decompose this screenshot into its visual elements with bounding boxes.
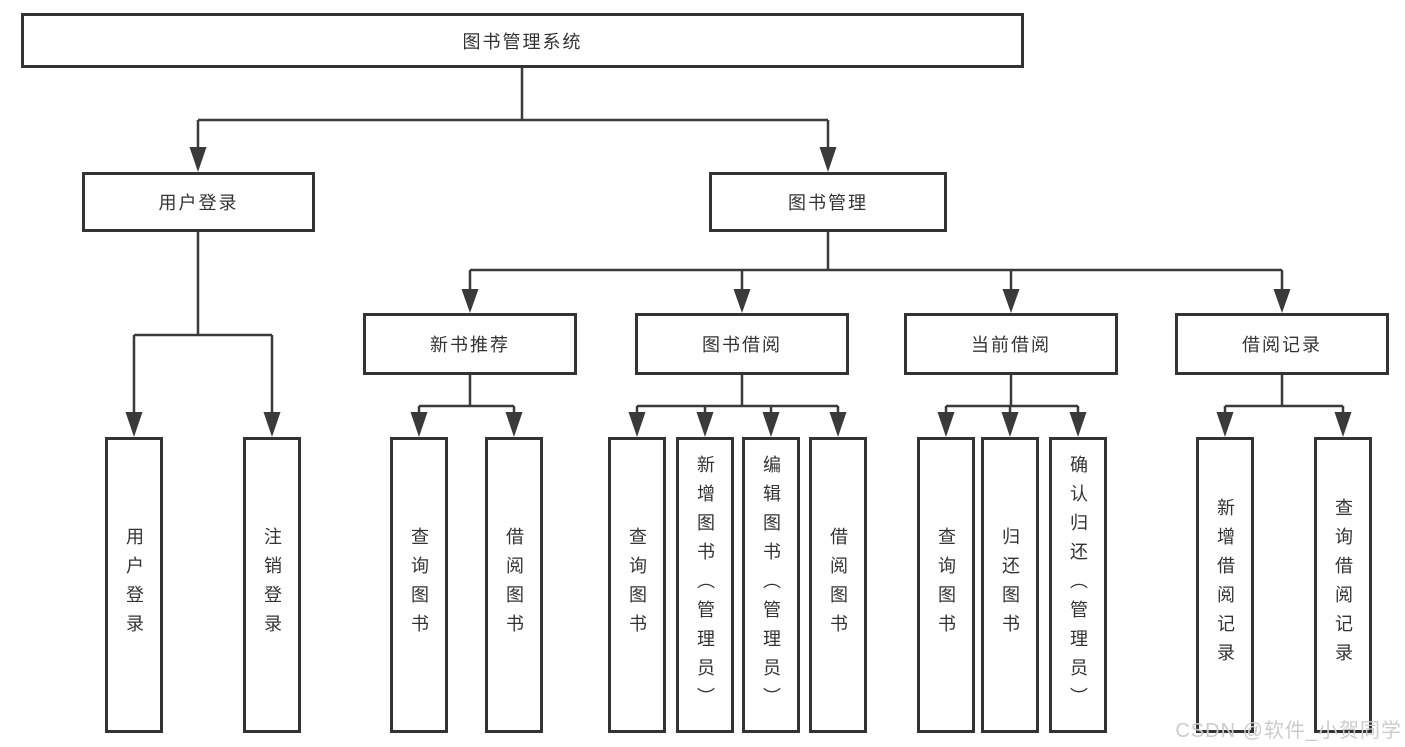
node-user-login: 用户登录 [82, 172, 315, 232]
leaf-current-query-books: 查询图书 [917, 437, 975, 733]
leaf-current-return-books: 归还图书 [981, 437, 1039, 733]
node-book-borrow-label: 图书借阅 [702, 335, 782, 355]
node-root-label: 图书管理系统 [462, 31, 583, 52]
leaf-borrow-query-books-label: 查询图书 [627, 527, 647, 643]
leaf-borrow-borrow-books: 借阅图书 [809, 437, 867, 733]
node-book-management-label: 图书管理 [788, 193, 868, 213]
node-book-borrow: 图书借阅 [635, 313, 849, 375]
leaf-borrow-borrow-books-label: 借阅图书 [828, 527, 848, 643]
node-borrow-records-label: 借阅记录 [1242, 335, 1322, 355]
leaf-login-user-login-label: 用户登录 [124, 527, 144, 643]
leaf-borrow-edit-books-admin-label: 编辑图书（管理员） [761, 454, 781, 716]
node-borrow-records: 借阅记录 [1175, 313, 1389, 375]
leaf-recommend-query-books: 查询图书 [390, 437, 448, 733]
node-user-login-label: 用户登录 [158, 193, 239, 213]
leaf-borrow-query-books: 查询图书 [608, 437, 666, 733]
node-current-borrow-label: 当前借阅 [971, 335, 1051, 355]
leaf-borrow-add-books-admin: 新增图书（管理员） [676, 437, 734, 733]
leaf-current-confirm-return-admin: 确认归还（管理员） [1049, 437, 1107, 733]
leaf-borrow-add-books-admin-label: 新增图书（管理员） [695, 454, 715, 716]
node-current-borrow: 当前借阅 [904, 313, 1118, 375]
leaf-recommend-query-books-label: 查询图书 [409, 527, 429, 643]
node-root: 图书管理系统 [21, 13, 1024, 68]
leaf-login-logout-label: 注销登录 [262, 527, 282, 643]
leaf-records-query-record-label: 查询借阅记录 [1333, 498, 1353, 672]
node-new-book-recommend-label: 新书推荐 [430, 335, 510, 355]
leaf-login-user-login: 用户登录 [105, 437, 163, 733]
node-new-book-recommend: 新书推荐 [363, 313, 577, 375]
watermark: CSDN @软件_小贺同学 [1175, 720, 1402, 742]
leaf-current-confirm-return-admin-label: 确认归还（管理员） [1068, 454, 1088, 716]
leaf-borrow-edit-books-admin: 编辑图书（管理员） [742, 437, 800, 733]
leaf-current-query-books-label: 查询图书 [936, 527, 956, 643]
leaf-login-logout: 注销登录 [243, 437, 301, 733]
leaf-records-add-record: 新增借阅记录 [1196, 437, 1254, 733]
leaf-current-return-books-label: 归还图书 [1000, 527, 1020, 643]
leaf-records-query-record: 查询借阅记录 [1314, 437, 1372, 733]
leaf-records-add-record-label: 新增借阅记录 [1215, 498, 1235, 672]
leaf-recommend-borrow-books: 借阅图书 [485, 437, 543, 733]
node-book-management: 图书管理 [709, 172, 947, 232]
leaf-recommend-borrow-books-label: 借阅图书 [504, 527, 524, 643]
